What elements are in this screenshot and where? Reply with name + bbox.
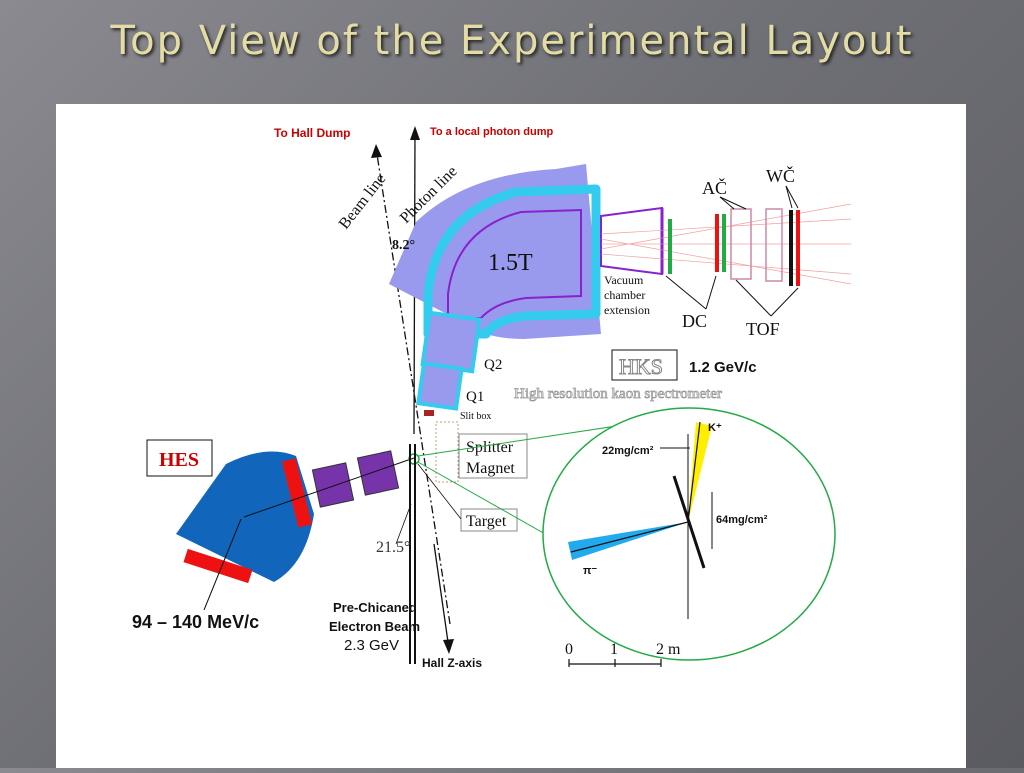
vacuum-label-3: extension <box>604 303 650 317</box>
beam-line-label: Beam line <box>336 171 390 233</box>
vacuum-chamber-inner <box>447 208 582 319</box>
hall-z-arrowhead <box>443 639 454 654</box>
hes-momentum-pointer <box>203 518 242 611</box>
beam-energy-label: 2.3 GeV <box>344 637 399 654</box>
target-pointer <box>417 463 462 520</box>
vacuum-label-1: Vacuum <box>604 273 644 287</box>
scale-label-1: 1 <box>610 641 618 658</box>
scale-label-2: 2 m <box>656 641 681 658</box>
beam-line <box>375 147 451 625</box>
hks-label: HKS <box>619 354 663 379</box>
hall-z-label: Hall Z-axis <box>422 656 482 670</box>
drift-chamber-2 <box>715 214 719 272</box>
water-cherenkov <box>765 208 783 282</box>
q1-label: Q1 <box>466 389 484 405</box>
splitter-label-2: Magnet <box>466 460 515 477</box>
pion-track <box>570 521 689 553</box>
hes-label: HES <box>159 449 199 471</box>
hes-central-ray <box>243 457 415 518</box>
beam-line-arrowhead <box>371 144 382 158</box>
hes-box <box>146 439 213 477</box>
quadrupole-q2-yoke <box>420 310 482 374</box>
target-foil <box>672 475 706 569</box>
drift-chamber-1 <box>668 219 672 274</box>
q2-label: Q2 <box>484 357 502 373</box>
diagram-panel: To Hall Dump To a local photon dump 1.5T… <box>56 104 966 768</box>
slide-title: Top View of the Experimental Layout <box>110 18 914 64</box>
ac-label: AČ <box>702 177 727 198</box>
hes-angle-label: 21.5° <box>376 539 410 556</box>
hes-coil-lower <box>183 548 253 584</box>
hes-quad-1 <box>311 462 355 508</box>
target-inset <box>542 407 836 661</box>
pion-cone <box>568 522 688 560</box>
tof-wall-2 <box>796 210 800 286</box>
kaon-label: K⁺ <box>708 422 722 434</box>
slit-box-label: Slit box <box>460 411 491 422</box>
to-photon-dump-label: To a local photon dump <box>430 126 554 138</box>
hks-momentum-label: 1.2 GeV/c <box>689 359 757 376</box>
field-label: 1.5T <box>488 250 533 276</box>
hes-coil-upper <box>281 458 313 528</box>
kaon-track <box>687 421 701 523</box>
kaon-cone <box>688 422 712 522</box>
detector-pointer-lines <box>665 185 799 317</box>
hks-full-label: High resolution kaon spectrometer <box>514 386 722 402</box>
quadrupole-q1-yoke <box>416 361 464 411</box>
target-label: Target <box>466 513 507 530</box>
scale-label-0: 0 <box>565 641 573 658</box>
drift-chamber-3 <box>722 214 726 272</box>
angle-pointer <box>395 503 412 545</box>
photon-line-arrowhead <box>410 126 420 140</box>
aerogel-cherenkov <box>730 208 752 280</box>
beam-label-1: Pre-Chicaned <box>333 600 417 615</box>
tof-label: TOF <box>746 319 780 339</box>
hall-z-axis <box>433 543 450 650</box>
to-hall-dump-label: To Hall Dump <box>274 126 350 140</box>
dc-label: DC <box>682 311 707 331</box>
hes-quad-2 <box>356 450 400 496</box>
wc-label: WČ <box>766 165 795 186</box>
slit-box <box>424 410 434 416</box>
vacuum-label-2: chamber <box>604 288 645 302</box>
pion-label: π⁻ <box>583 565 597 577</box>
thickness-b-label: 64mg/cm² <box>716 514 768 526</box>
dipole-magnet-yoke <box>389 164 601 339</box>
vacuum-chamber <box>423 184 601 339</box>
hes-momentum-label: 94 – 140 MeV/c <box>132 612 259 632</box>
beam-label-2: Electron Beam <box>329 619 420 634</box>
target-box <box>460 508 518 532</box>
photon-angle-label: 8.2° <box>392 238 415 253</box>
hks-box <box>611 349 678 381</box>
layout-diagram: To Hall Dump To a local photon dump 1.5T… <box>132 126 852 670</box>
thickness-a-label: 22mg/cm² <box>602 445 654 457</box>
tof-wall-1 <box>789 210 793 286</box>
scale-bar <box>568 659 662 667</box>
